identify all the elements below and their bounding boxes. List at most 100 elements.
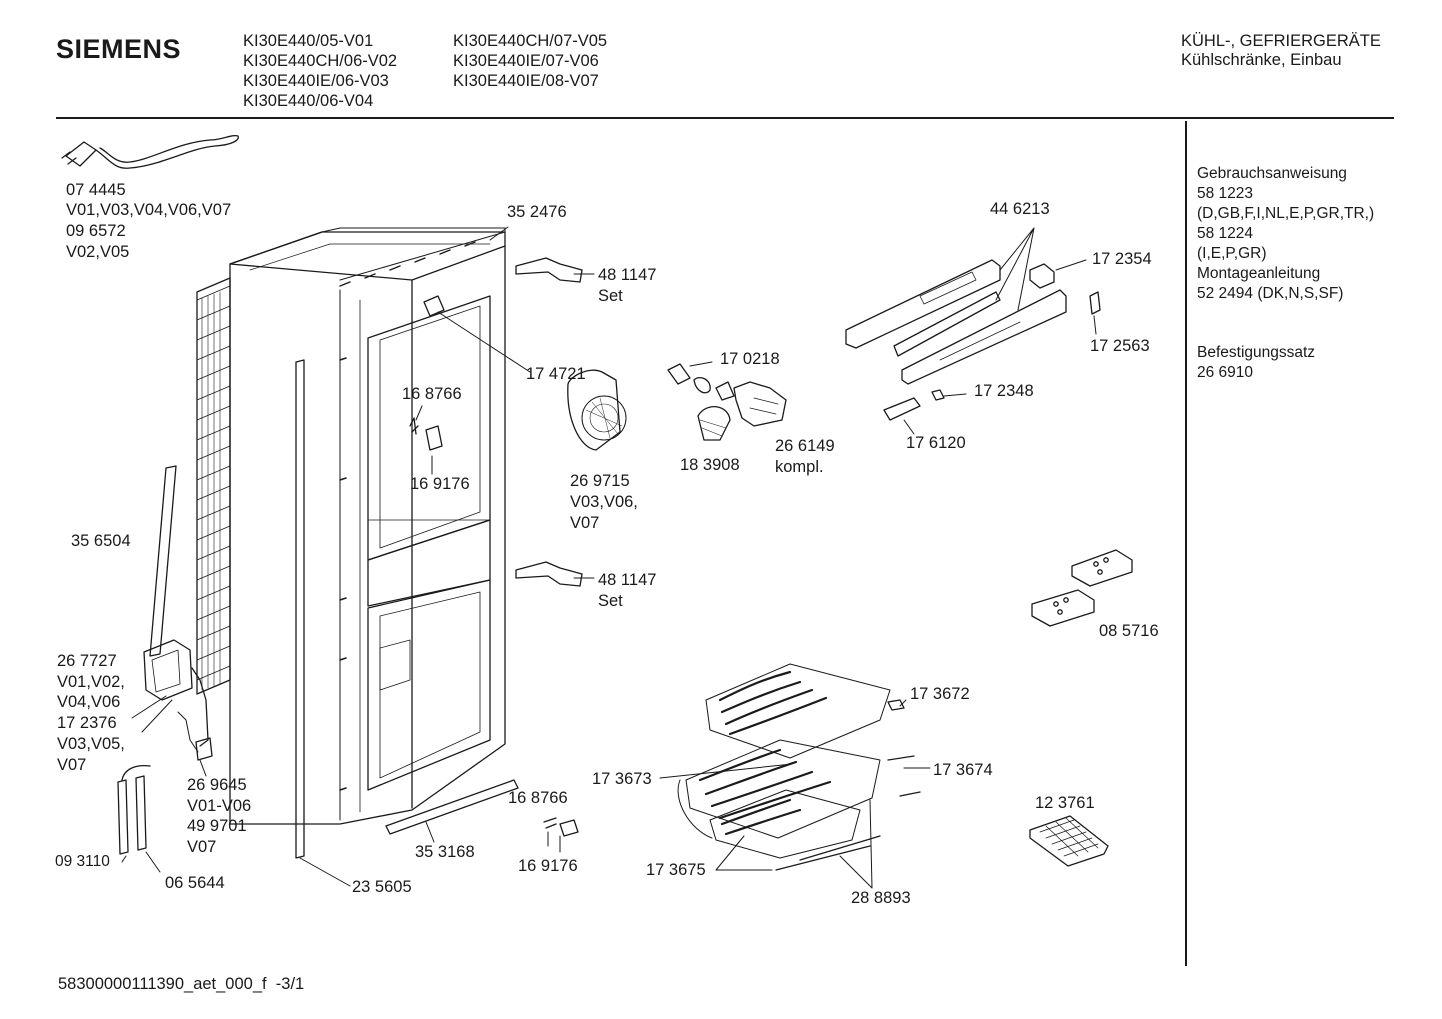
part-number-label: 09 3110 <box>55 853 110 870</box>
fridge-cabinet-drawing <box>229 227 506 825</box>
doc-line: 52 2494 (DK,N,S,SF) <box>1197 285 1344 302</box>
part-number-label: 49 9701 <box>187 817 247 835</box>
condenser-drawing <box>196 277 231 695</box>
doc-line: 58 1223 <box>1197 185 1254 202</box>
clip-drawing <box>887 699 905 711</box>
part-number-label: 26 6149 <box>775 437 835 455</box>
part-number-label: 48 1147 <box>598 266 657 284</box>
seal-strip-drawing <box>385 779 519 835</box>
part-number-label: 07 4445 <box>66 181 126 199</box>
doc-line: Befestigungssatz <box>1197 344 1316 361</box>
rod-drawing <box>887 755 921 797</box>
part-number-label: 48 1147 <box>598 571 657 589</box>
part-number-label: 17 0218 <box>720 350 780 368</box>
model-list-col1: KI30E440/05-V01 KI30E440CH/06-V02 KI30E4… <box>243 31 397 111</box>
clip-drawing <box>543 817 557 829</box>
part-number-label: 28 8893 <box>851 889 911 907</box>
lamp-holder-drawing <box>423 295 445 317</box>
fan-drawing <box>567 369 627 451</box>
document-id: 58300000111390_aet_000_f -3/1 <box>58 975 305 993</box>
thermostat-drawing <box>143 639 213 761</box>
header-divider <box>56 117 1394 119</box>
variant-label: V01,V02, <box>57 673 125 691</box>
part-number-label: 17 3672 <box>910 685 970 703</box>
brand-logo: SIEMENS <box>56 34 182 64</box>
variant-label: V03,V05, <box>57 735 125 753</box>
part-number-label: 17 4721 <box>526 365 586 383</box>
variant-label: V02,V05 <box>66 243 130 261</box>
part-number-label: 17 2348 <box>974 382 1034 400</box>
clip-drawing <box>1089 291 1101 315</box>
part-number-label: 17 6120 <box>906 434 966 452</box>
part-number-label: 16 9176 <box>410 475 470 493</box>
variant-label: V07 <box>57 756 87 774</box>
part-number-label: 17 2376 <box>57 714 117 732</box>
variant-label: V07 <box>187 838 217 856</box>
model-list-col2: KI30E440CH/07-V05 KI30E440IE/07-V06 KI30… <box>453 31 607 91</box>
model-number: KI30E440/06-V04 <box>243 92 374 110</box>
evaporator-coil-drawing <box>677 663 891 859</box>
part-number-label: 35 2476 <box>507 203 567 221</box>
rail-drawing <box>845 259 1067 385</box>
variant-label: V01,V03,V04,V06,V07 <box>66 201 232 219</box>
part-number-label: 17 2354 <box>1092 250 1152 268</box>
hinge-drawing <box>515 257 583 587</box>
variant-label: V01-V06 <box>187 797 252 815</box>
part-number-label: 26 7727 <box>57 652 117 670</box>
leader-lines <box>121 226 1097 889</box>
variant-label: Set <box>598 592 623 610</box>
model-number: KI30E440CH/07-V05 <box>453 32 608 50</box>
mounting-kit-info: Befestigungssatz 26 6910 <box>1197 343 1315 383</box>
ice-pack-drawing <box>1031 549 1133 627</box>
documentation-list: Gebrauchsanweisung 58 1223 (D,GB,F,I,NL,… <box>1197 164 1374 304</box>
part-number-label: 17 3674 <box>933 761 993 779</box>
ice-tray-drawing <box>1029 815 1109 867</box>
variant-label: kompl. <box>775 458 824 476</box>
variant-label: V03,V06, <box>570 493 638 511</box>
sidebar-divider <box>1185 121 1187 966</box>
seal-strip-drawing <box>295 359 305 859</box>
model-number: KI30E440IE/08-V07 <box>453 72 599 90</box>
part-number-label: 12 3761 <box>1035 794 1095 812</box>
clip-drawing <box>931 389 945 401</box>
doc-line: (I,E,P,GR) <box>1197 245 1267 262</box>
part-number-label: 08 5716 <box>1099 622 1159 640</box>
cover-drawing <box>883 397 921 421</box>
part-number-label: 06 5644 <box>165 874 225 892</box>
bracket-drawing <box>1029 263 1055 289</box>
doc-line: 58 1224 <box>1197 225 1254 242</box>
variant-label: V04,V06 <box>57 693 121 711</box>
doc-line: Montageanleitung <box>1197 265 1321 282</box>
part-number-label: 17 3673 <box>592 770 652 788</box>
part-number-label: 16 9176 <box>518 857 578 875</box>
subcategory-title: Kühlschränke, Einbau <box>1181 51 1342 69</box>
model-number: KI30E440/05-V01 <box>243 32 374 50</box>
seal-strip-drawing <box>149 465 177 657</box>
cover-drawing <box>559 819 579 837</box>
model-number: KI30E440IE/06-V03 <box>243 72 389 90</box>
lamp-assembly-drawing <box>667 363 787 441</box>
model-number: KI30E440IE/07-V06 <box>453 52 599 70</box>
category-title: KÜHL-, GEFRIERGERÄTE <box>1181 32 1381 50</box>
part-number-label: 16 8766 <box>508 789 568 807</box>
clip-drawing <box>409 417 419 435</box>
part-number-label: 26 9645 <box>187 776 247 794</box>
capillary-tube-drawing <box>117 764 151 855</box>
part-number-label: 17 2563 <box>1090 337 1150 355</box>
doc-line: 26 6910 <box>1197 364 1254 381</box>
part-number-label: 18 3908 <box>680 456 740 474</box>
model-number: KI30E440CH/06-V02 <box>243 52 398 70</box>
power-cord-drawing <box>61 134 239 169</box>
part-number-label: 35 6504 <box>71 532 131 550</box>
rod-drawing <box>775 835 881 871</box>
part-number-label: 26 9715 <box>570 472 630 490</box>
variant-label: Set <box>598 287 623 305</box>
part-number-label: 35 3168 <box>415 843 475 861</box>
part-number-label: 09 6572 <box>66 222 126 240</box>
part-number-label: 44 6213 <box>990 200 1050 218</box>
cover-drawing <box>425 425 443 451</box>
doc-line: Gebrauchsanweisung <box>1197 165 1347 182</box>
variant-label: V07 <box>570 514 600 532</box>
part-number-label: 17 3675 <box>646 861 706 879</box>
